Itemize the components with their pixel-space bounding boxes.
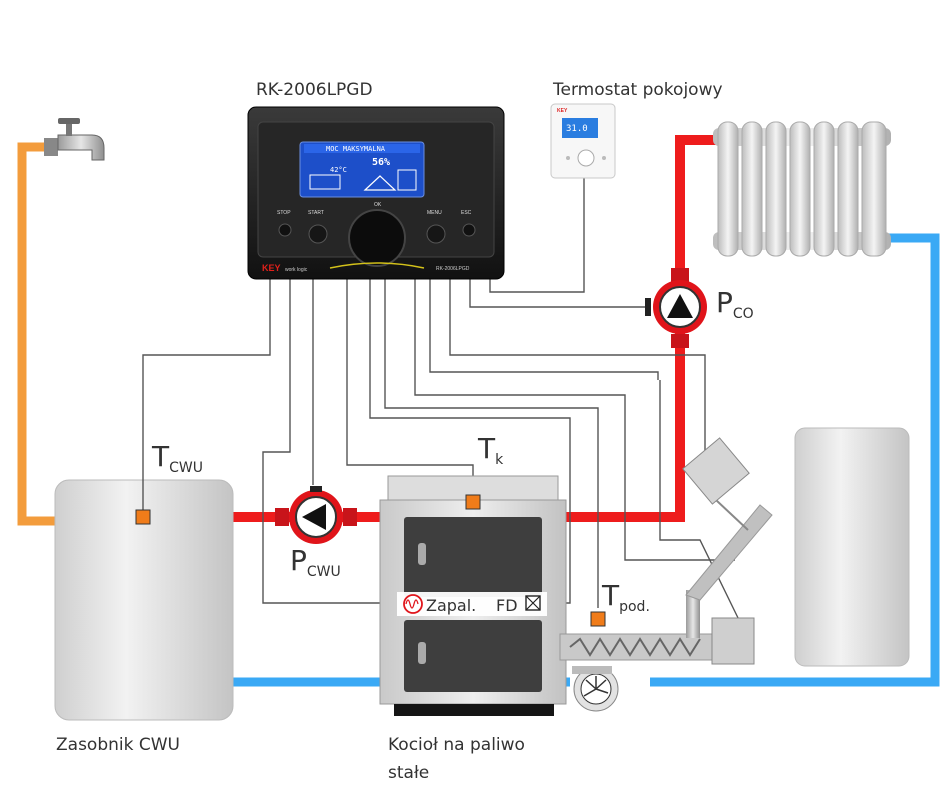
boiler: Zapal. FD: [379, 475, 567, 716]
menu-label: MENU: [427, 210, 442, 216]
controller-brand: KEY: [262, 263, 281, 273]
ignition-label: Zapal.: [426, 596, 476, 615]
controller-model-label: RK-2006LPGD: [256, 80, 373, 100]
signal-wires: [142, 178, 741, 623]
esc-button[interactable]: [462, 223, 476, 237]
hot-water-tank: [54, 479, 234, 721]
esc-label: ESC: [461, 210, 472, 216]
controller-brand-sub: work logic: [285, 267, 308, 273]
t-pod-label: Tpod.: [601, 579, 650, 615]
sensor-t-cwu: [135, 509, 151, 525]
thermostat-knob[interactable]: [577, 149, 595, 167]
room-thermostat: KEY 31.0: [550, 103, 616, 179]
fuel-hopper: [794, 427, 910, 667]
controller-unit: MOC MAKSYMALNA 42°C 56% STOP START OK ME…: [247, 106, 505, 280]
ok-label: OK: [374, 202, 382, 208]
display-header: MOC MAKSYMALNA: [326, 145, 386, 153]
fd-label: FD: [496, 596, 518, 615]
thermostat-label: Termostat pokojowy: [552, 80, 723, 100]
ignition-icon: [403, 594, 423, 614]
start-label: START: [308, 210, 324, 216]
p-cwu-label: PCWU: [290, 544, 341, 580]
start-button[interactable]: [308, 224, 328, 244]
thermostat-brand: KEY: [557, 108, 568, 114]
boiler-label-1: Kocioł na paliwo: [388, 735, 525, 755]
sensor-t-k: [465, 494, 481, 510]
display-percent: 56%: [372, 157, 390, 168]
radiator: [713, 121, 891, 257]
controller-model-small: RK-2006LPGD: [436, 266, 470, 272]
sensor-t-pod: [590, 611, 606, 627]
ok-knob[interactable]: [348, 209, 406, 267]
stop-button[interactable]: [278, 223, 292, 237]
boiler-label-2: stałe: [388, 763, 429, 783]
pump-co: [645, 268, 707, 348]
controller-display: [299, 141, 425, 198]
stop-label: STOP: [277, 210, 291, 216]
water-tap-icon: [44, 118, 105, 161]
dhw-pipe: [17, 142, 58, 526]
thermostat-display: 31.0: [566, 124, 588, 134]
pump-cwu: [275, 486, 357, 544]
p-co-label: PCO: [716, 286, 754, 322]
display-temp: 42°C: [330, 166, 347, 174]
tank-label: Zasobnik CWU: [56, 735, 180, 755]
t-k-label: Tk: [477, 432, 504, 468]
pellet-feeder: [559, 437, 773, 712]
menu-button[interactable]: [426, 224, 446, 244]
t-cwu-label: TCWU: [151, 440, 203, 476]
